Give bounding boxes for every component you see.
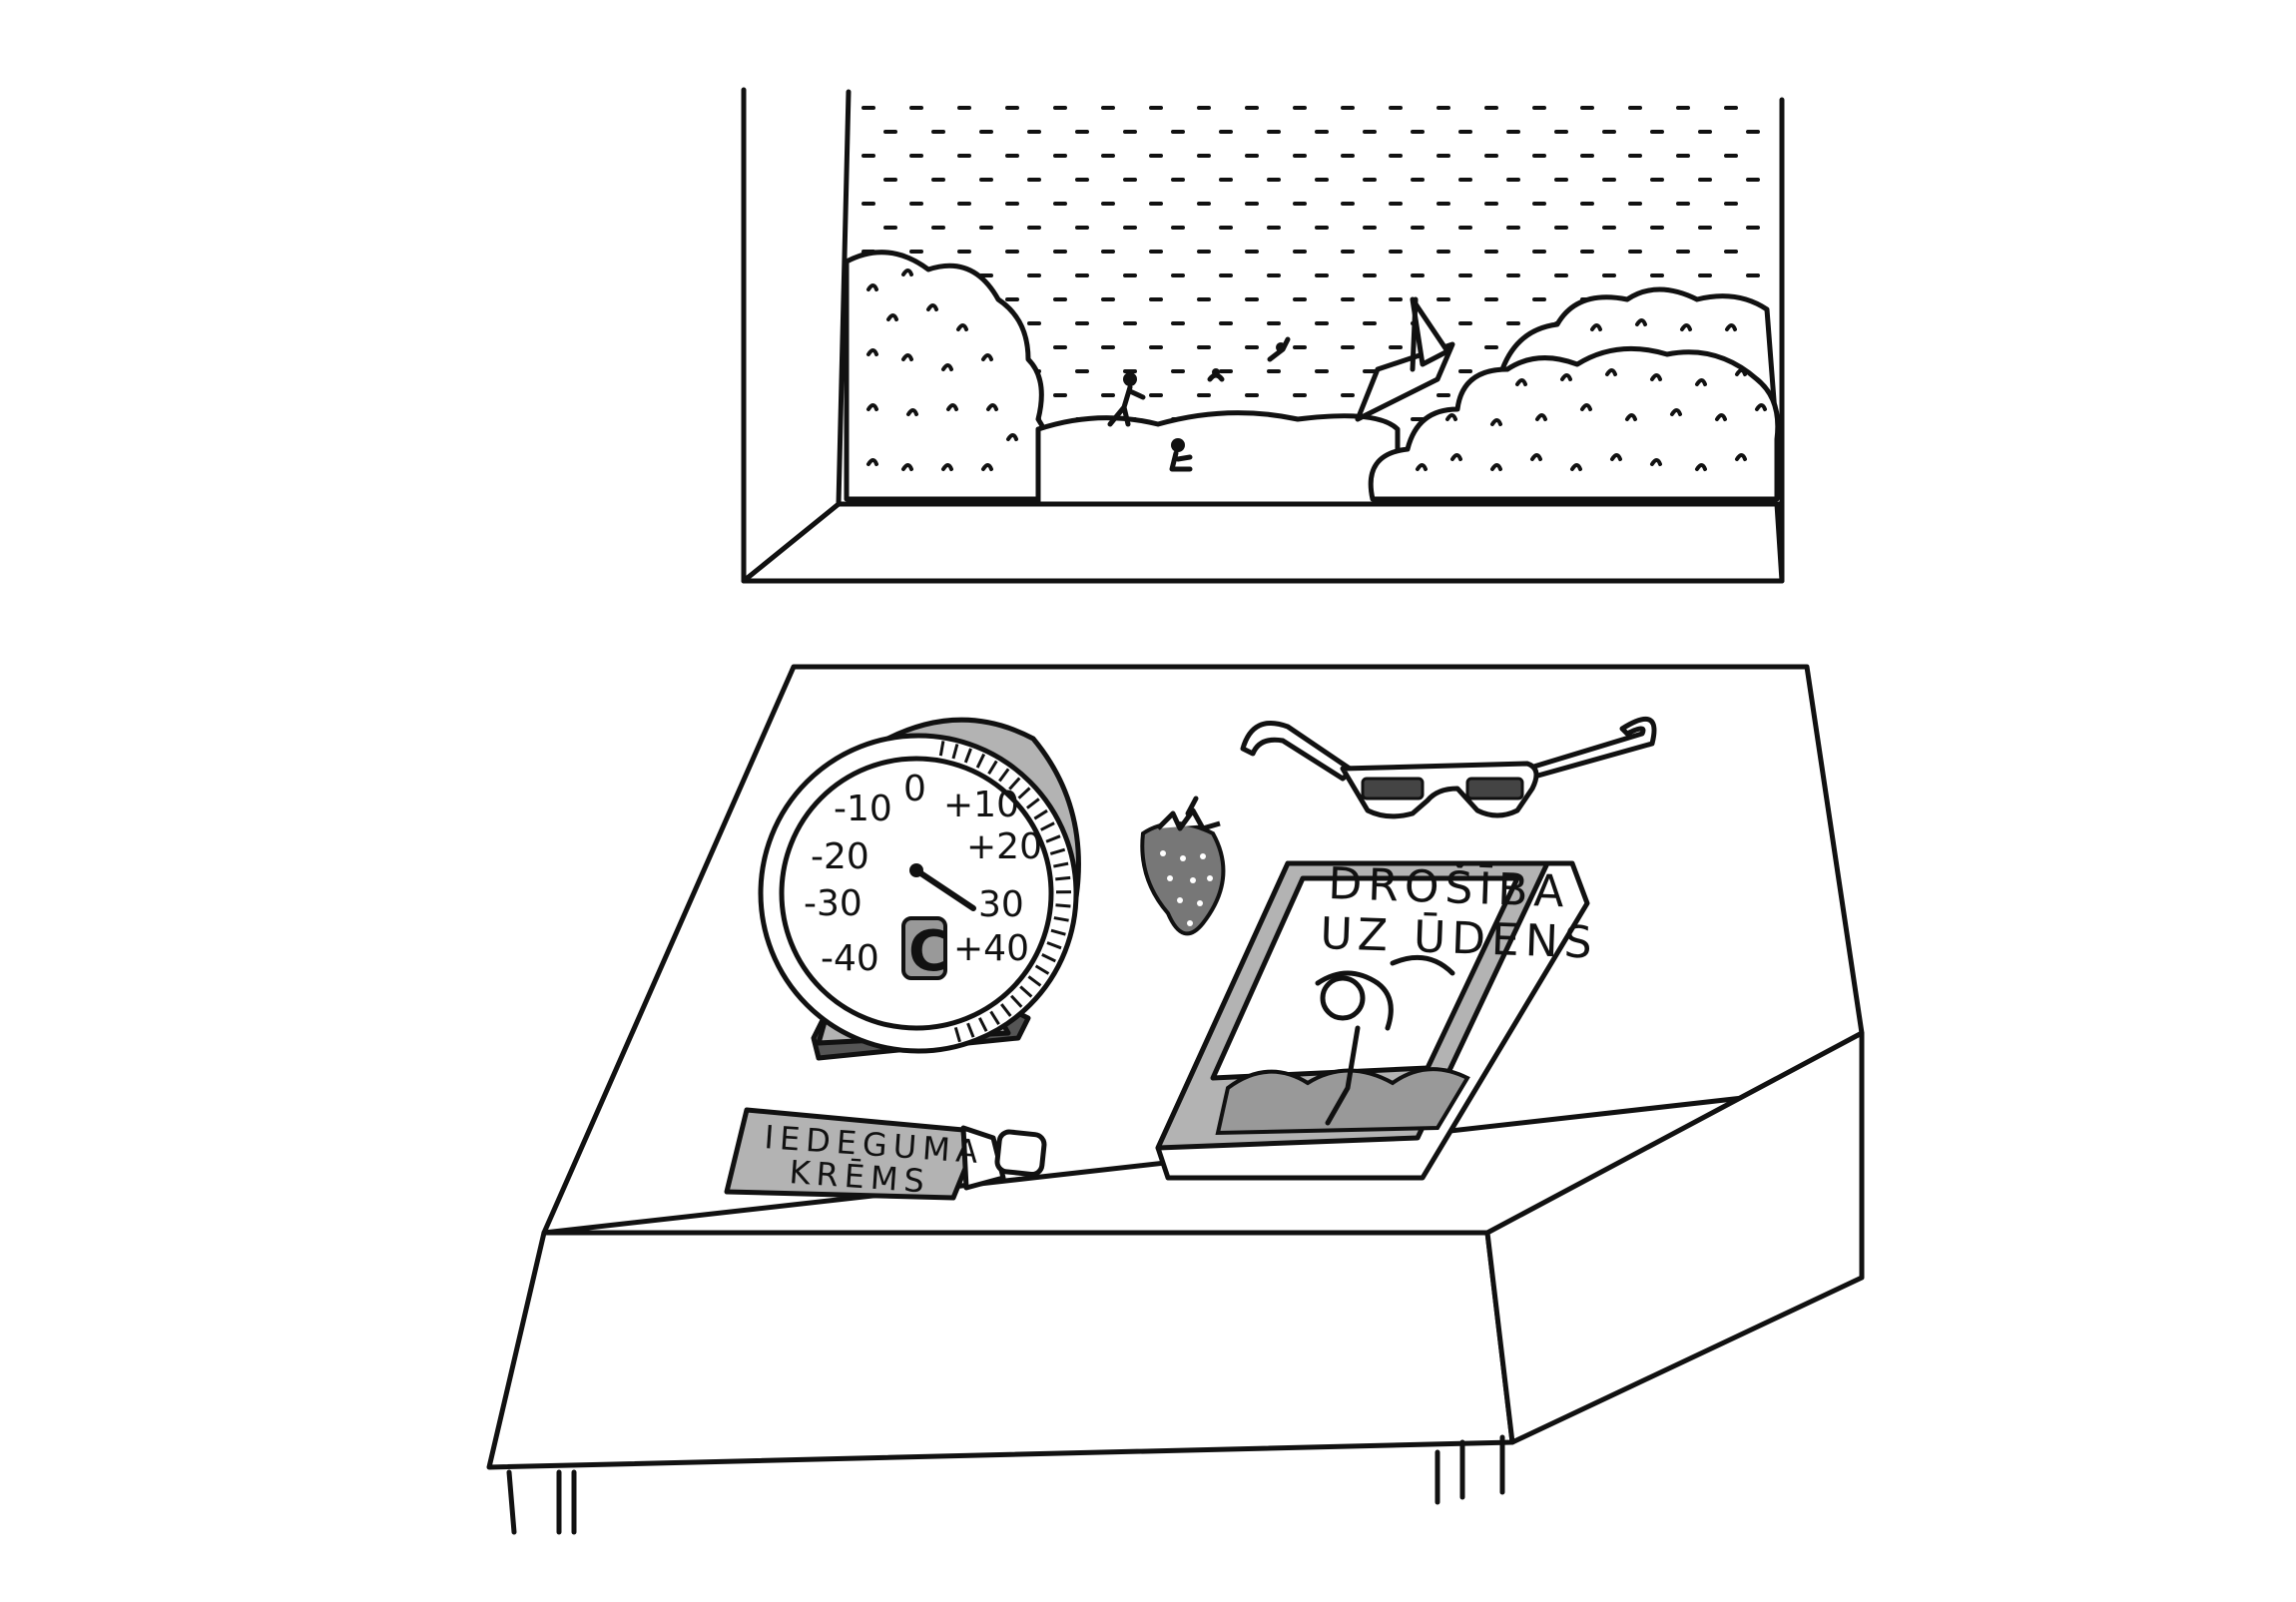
sailboat bbox=[1358, 299, 1452, 419]
table-leg bbox=[509, 1472, 514, 1532]
scale-label: -30 bbox=[804, 883, 862, 924]
book-title-line1: DROŠĪBA bbox=[1328, 856, 1571, 917]
scale-label: 30 bbox=[978, 884, 1024, 925]
dial-tick bbox=[1055, 877, 1070, 879]
scale-label: +40 bbox=[953, 928, 1029, 969]
window bbox=[744, 90, 1782, 581]
unit-badge: C bbox=[903, 918, 949, 984]
beach-hill bbox=[1038, 413, 1398, 504]
scale-label: +20 bbox=[966, 826, 1042, 867]
dial-tick bbox=[1056, 905, 1071, 906]
table-cloth-front bbox=[489, 1233, 1512, 1467]
scale-label: +10 bbox=[943, 785, 1019, 825]
scale-label: -10 bbox=[834, 789, 892, 829]
table bbox=[489, 667, 1862, 1532]
unit-label: C bbox=[908, 919, 949, 984]
book-title-line2: UZ ŪDENS bbox=[1320, 907, 1599, 969]
scale-label: -40 bbox=[821, 938, 879, 979]
scale-label: 0 bbox=[903, 769, 926, 809]
scale-label: -20 bbox=[811, 836, 869, 877]
